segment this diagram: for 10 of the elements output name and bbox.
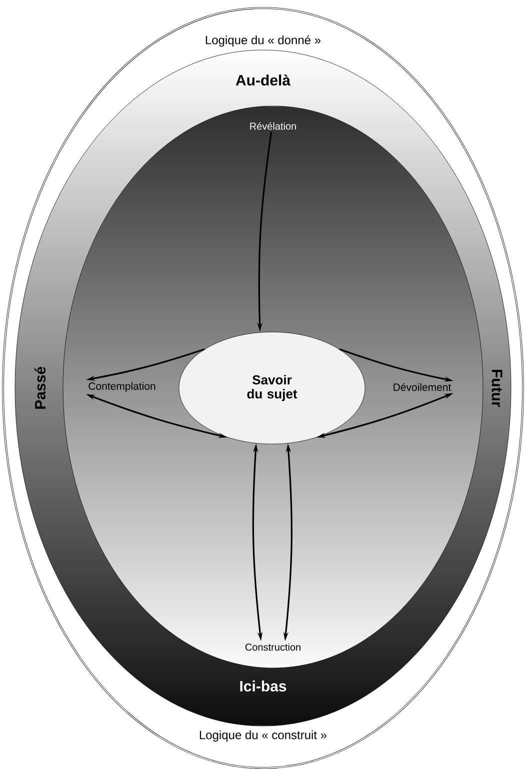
band-label: Logique du « construit » <box>200 730 327 742</box>
node-text: Révélation <box>250 122 296 130</box>
band-label: Futur <box>492 370 502 407</box>
node-text: Dévoilement <box>394 383 452 391</box>
band-label: Au-delà <box>236 74 291 86</box>
node-text: Contemplation <box>88 382 156 392</box>
band-label: Passé <box>34 366 46 409</box>
band-label: Ici-bas <box>240 680 286 692</box>
node-text: Construction <box>245 643 300 651</box>
band-label: Logique du « donné » <box>206 35 321 47</box>
